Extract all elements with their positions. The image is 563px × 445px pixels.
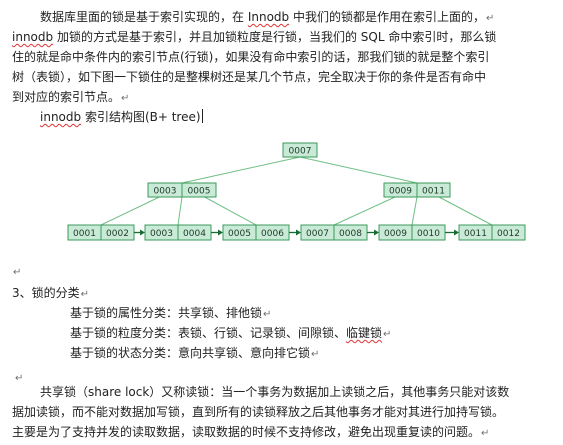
para1-line5: 到对应的索引节点。↵ bbox=[12, 90, 130, 104]
node-key: 0011 bbox=[464, 229, 487, 239]
para1-line1: 数据库里面的锁是基于索引实现的，在 Innodb 中我们的锁都是作用在索引上面的… bbox=[40, 10, 495, 24]
tree-edge bbox=[299, 156, 418, 184]
btree-diagram: 0007 0003 0005 0009 0011 0001 0002 0003 0004 0005… bbox=[67, 142, 526, 241]
node-key: 0008 bbox=[339, 229, 362, 239]
tree-edges bbox=[100, 156, 493, 226]
leaf-node: 0001 0002 bbox=[67, 224, 135, 241]
text-cursor bbox=[201, 109, 203, 123]
para2-line1: 共享锁（share lock）又称读锁：当一个事务为数据加上读锁之后，其他事务只… bbox=[40, 385, 510, 399]
leaf-link-arrow bbox=[134, 229, 145, 236]
root-node: 0007 bbox=[282, 142, 318, 158]
para2-line3: 主要是为了支持并发的读取数据，读取数据的时候不支持修改，避免出现重复读的问题。↵ bbox=[12, 425, 490, 439]
paragraph-mark: ↵ bbox=[383, 329, 392, 340]
node-key: 0006 bbox=[261, 229, 284, 239]
para2-line2: 据加读锁，而不能对数据加写锁，直到所有的读锁释放之后其他事务才能对其进行加持写锁… bbox=[12, 405, 505, 419]
diagram-caption: innodb 索引结构图(B+ tree) bbox=[40, 109, 203, 124]
paragraph-mark: ↵ bbox=[121, 93, 130, 104]
node-key: 0003 bbox=[150, 229, 173, 239]
root-node-box bbox=[282, 142, 318, 158]
leaf-node: 0005 0006 bbox=[222, 224, 290, 241]
node-key: 0001 bbox=[73, 229, 96, 239]
node-key: 0010 bbox=[417, 229, 440, 239]
leaf-link-arrow bbox=[445, 229, 459, 236]
node-key: 0012 bbox=[497, 229, 520, 239]
leaf-node: 0003 0004 bbox=[144, 224, 212, 241]
node-key: 0005 bbox=[188, 187, 211, 197]
node-key: 0005 bbox=[228, 229, 251, 239]
tree-edge bbox=[411, 196, 418, 226]
section3-heading: 3、锁的分类↵ bbox=[12, 286, 90, 300]
para1-line2: innodb 加锁的方式是基于索引，并且加锁粒度是行锁，当我们的 SQL 命中索… bbox=[12, 30, 497, 44]
leaf-link-arrow bbox=[367, 229, 379, 236]
node-key: 0003 bbox=[154, 187, 177, 197]
leaf-node: 0009 0010 bbox=[378, 224, 446, 241]
paragraph-mark: ↵ bbox=[80, 289, 90, 300]
leaf-link-arrow bbox=[211, 229, 223, 236]
tree-edge bbox=[177, 196, 183, 226]
node-key: 0011 bbox=[422, 187, 445, 197]
tree-edge bbox=[333, 196, 396, 226]
tree-edge bbox=[438, 196, 493, 226]
tree-edge bbox=[181, 156, 301, 184]
empty-paragraph: ↵ bbox=[14, 369, 23, 387]
lock-class-item-1: 基于锁的属性分类：共享锁、排他锁↵ bbox=[70, 306, 272, 320]
leaf-node: 0007 0008 bbox=[300, 224, 368, 241]
lock-class-item-2: 基于锁的粒度分类：表锁、行锁、记录锁、间隙锁、临键锁↵ bbox=[70, 326, 392, 340]
paragraph-mark: ↵ bbox=[481, 428, 490, 439]
tree-edge bbox=[204, 196, 257, 226]
internal-node: 0003 0005 bbox=[147, 182, 217, 198]
paragraph-mark: ↵ bbox=[13, 267, 22, 278]
paragraph-mark: ↵ bbox=[311, 349, 320, 360]
leaf-link-arrow bbox=[289, 229, 301, 236]
tree-edge bbox=[100, 196, 160, 226]
para1-line4: 树（表锁），如下图一下锁住的是整棵树还是某几个节点，完全取决于你的条件是否有命中 bbox=[12, 70, 487, 84]
node-key: 0007 bbox=[306, 229, 329, 239]
node-key: 0007 bbox=[289, 147, 312, 157]
paragraph-mark: ↵ bbox=[263, 309, 272, 320]
internal-node: 0009 0011 bbox=[383, 182, 451, 198]
para1-line3: 住的就是命中条件内的索引节点(行锁)，如果没有命中索引的话，那我们锁的就是整个索… bbox=[12, 50, 490, 64]
node-key: 0009 bbox=[384, 229, 407, 239]
node-key: 0009 bbox=[389, 187, 412, 197]
paragraph-mark: ↵ bbox=[485, 13, 495, 24]
paragraph-mark: ↵ bbox=[15, 373, 24, 384]
leaf-node: 0011 0012 bbox=[458, 224, 526, 241]
node-key: 0004 bbox=[183, 229, 206, 239]
node-key: 0002 bbox=[106, 229, 129, 239]
empty-paragraph: ↵ bbox=[12, 263, 21, 281]
lock-class-item-3: 基于锁的状态分类：意向共享锁、意向排它锁↵ bbox=[70, 346, 320, 360]
